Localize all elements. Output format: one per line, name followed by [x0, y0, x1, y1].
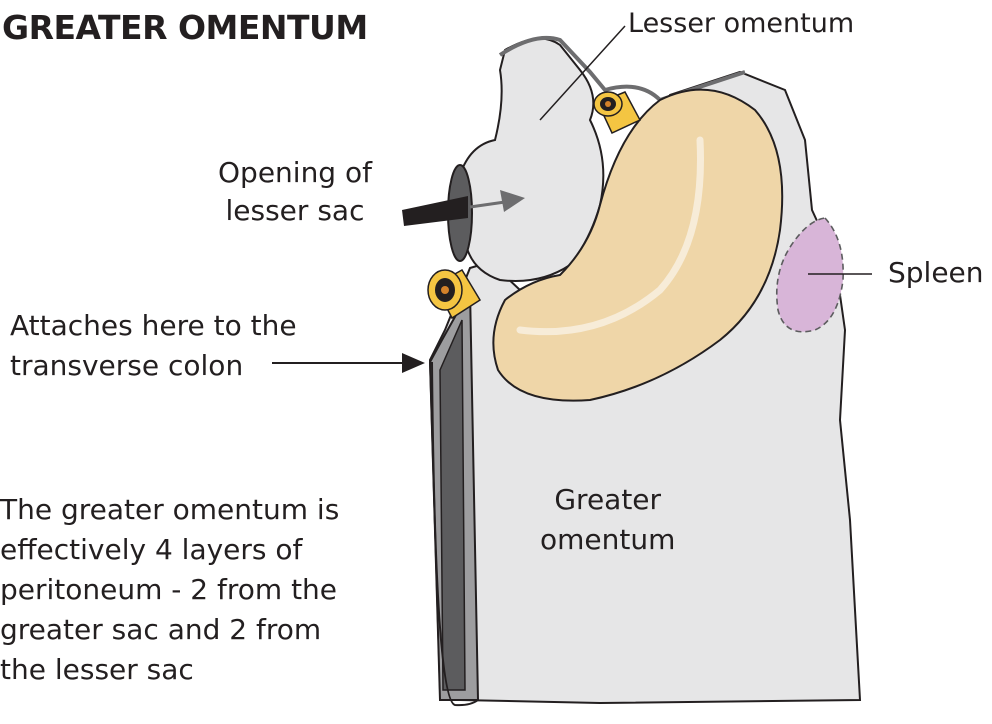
label-attaches-line-2: transverse colon [10, 346, 297, 386]
label-lesser-omentum: Lesser omentum [628, 8, 854, 39]
label-spleen: Spleen [888, 256, 984, 289]
label-opening-line-1: Opening of [218, 154, 372, 192]
description-line-4: greater sac and 2 from [0, 610, 339, 650]
label-opening-of-lesser-sac: Opening of lesser sac [218, 154, 372, 230]
label-greater-omentum: Greater omentum [540, 480, 675, 560]
omentum-inner-fold [440, 320, 465, 690]
label-attaches: Attaches here to the transverse colon [10, 306, 297, 386]
description-line-2: effectively 4 layers of [0, 530, 339, 570]
label-attaches-line-1: Attaches here to the [10, 306, 297, 346]
description-line-3: peritoneum - 2 from the [0, 570, 339, 610]
description-line-5: the lesser sac [0, 650, 339, 690]
label-opening-line-2: lesser sac [218, 192, 372, 230]
diagram-title: GREATER OMENTUM [2, 8, 368, 47]
lesser-omentum-flap [460, 39, 603, 281]
description-text: The greater omentum is effectively 4 lay… [0, 490, 339, 690]
label-greater-line-2: omentum [540, 520, 675, 560]
label-greater-line-1: Greater [540, 480, 675, 520]
description-line-1: The greater omentum is [0, 490, 339, 530]
